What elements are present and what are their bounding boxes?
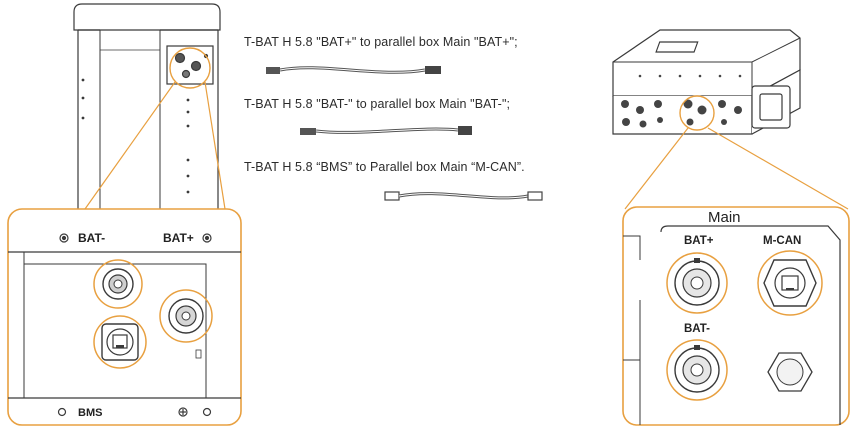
- parallel-box-device: [612, 29, 801, 135]
- instruction-bms: T-BAT H 5.8 “BMS” to Parallel box Main “…: [244, 160, 525, 174]
- zoom-line-right-a: [624, 127, 689, 210]
- zoom-line-left-b: [204, 81, 226, 210]
- parallel-box-port-highlight: [679, 95, 715, 131]
- parallel-box-zoom-panel: Main BAT+ M-CAN BAT-: [622, 206, 850, 426]
- zoom-line-right-b: [707, 127, 849, 210]
- instruction-bat-minus: T-BAT H 5.8 "BAT-" to parallel box Main …: [244, 97, 511, 111]
- instruction-bat-plus: T-BAT H 5.8 "BAT+" to parallel box Main …: [244, 35, 518, 49]
- main-mcan-label: M-CAN: [763, 235, 801, 247]
- main-bat-plus-label: BAT+: [684, 235, 714, 247]
- battery-bat-plus-label: BAT+: [163, 231, 194, 245]
- cable-bat-minus: [300, 126, 472, 135]
- battery-terminal-highlight: [169, 47, 211, 89]
- battery-zoom-panel: BAT- BAT+ BMS: [7, 208, 242, 426]
- cable-bat-plus: [266, 66, 441, 74]
- zoom-line-left-a: [84, 81, 176, 210]
- battery-tower: [73, 3, 221, 210]
- main-panel-title: Main: [708, 209, 741, 226]
- battery-bms-label: BMS: [78, 407, 102, 419]
- battery-bat-minus-label: BAT-: [78, 231, 105, 245]
- main-bat-minus-label: BAT-: [684, 323, 710, 335]
- cable-bms: [384, 191, 543, 201]
